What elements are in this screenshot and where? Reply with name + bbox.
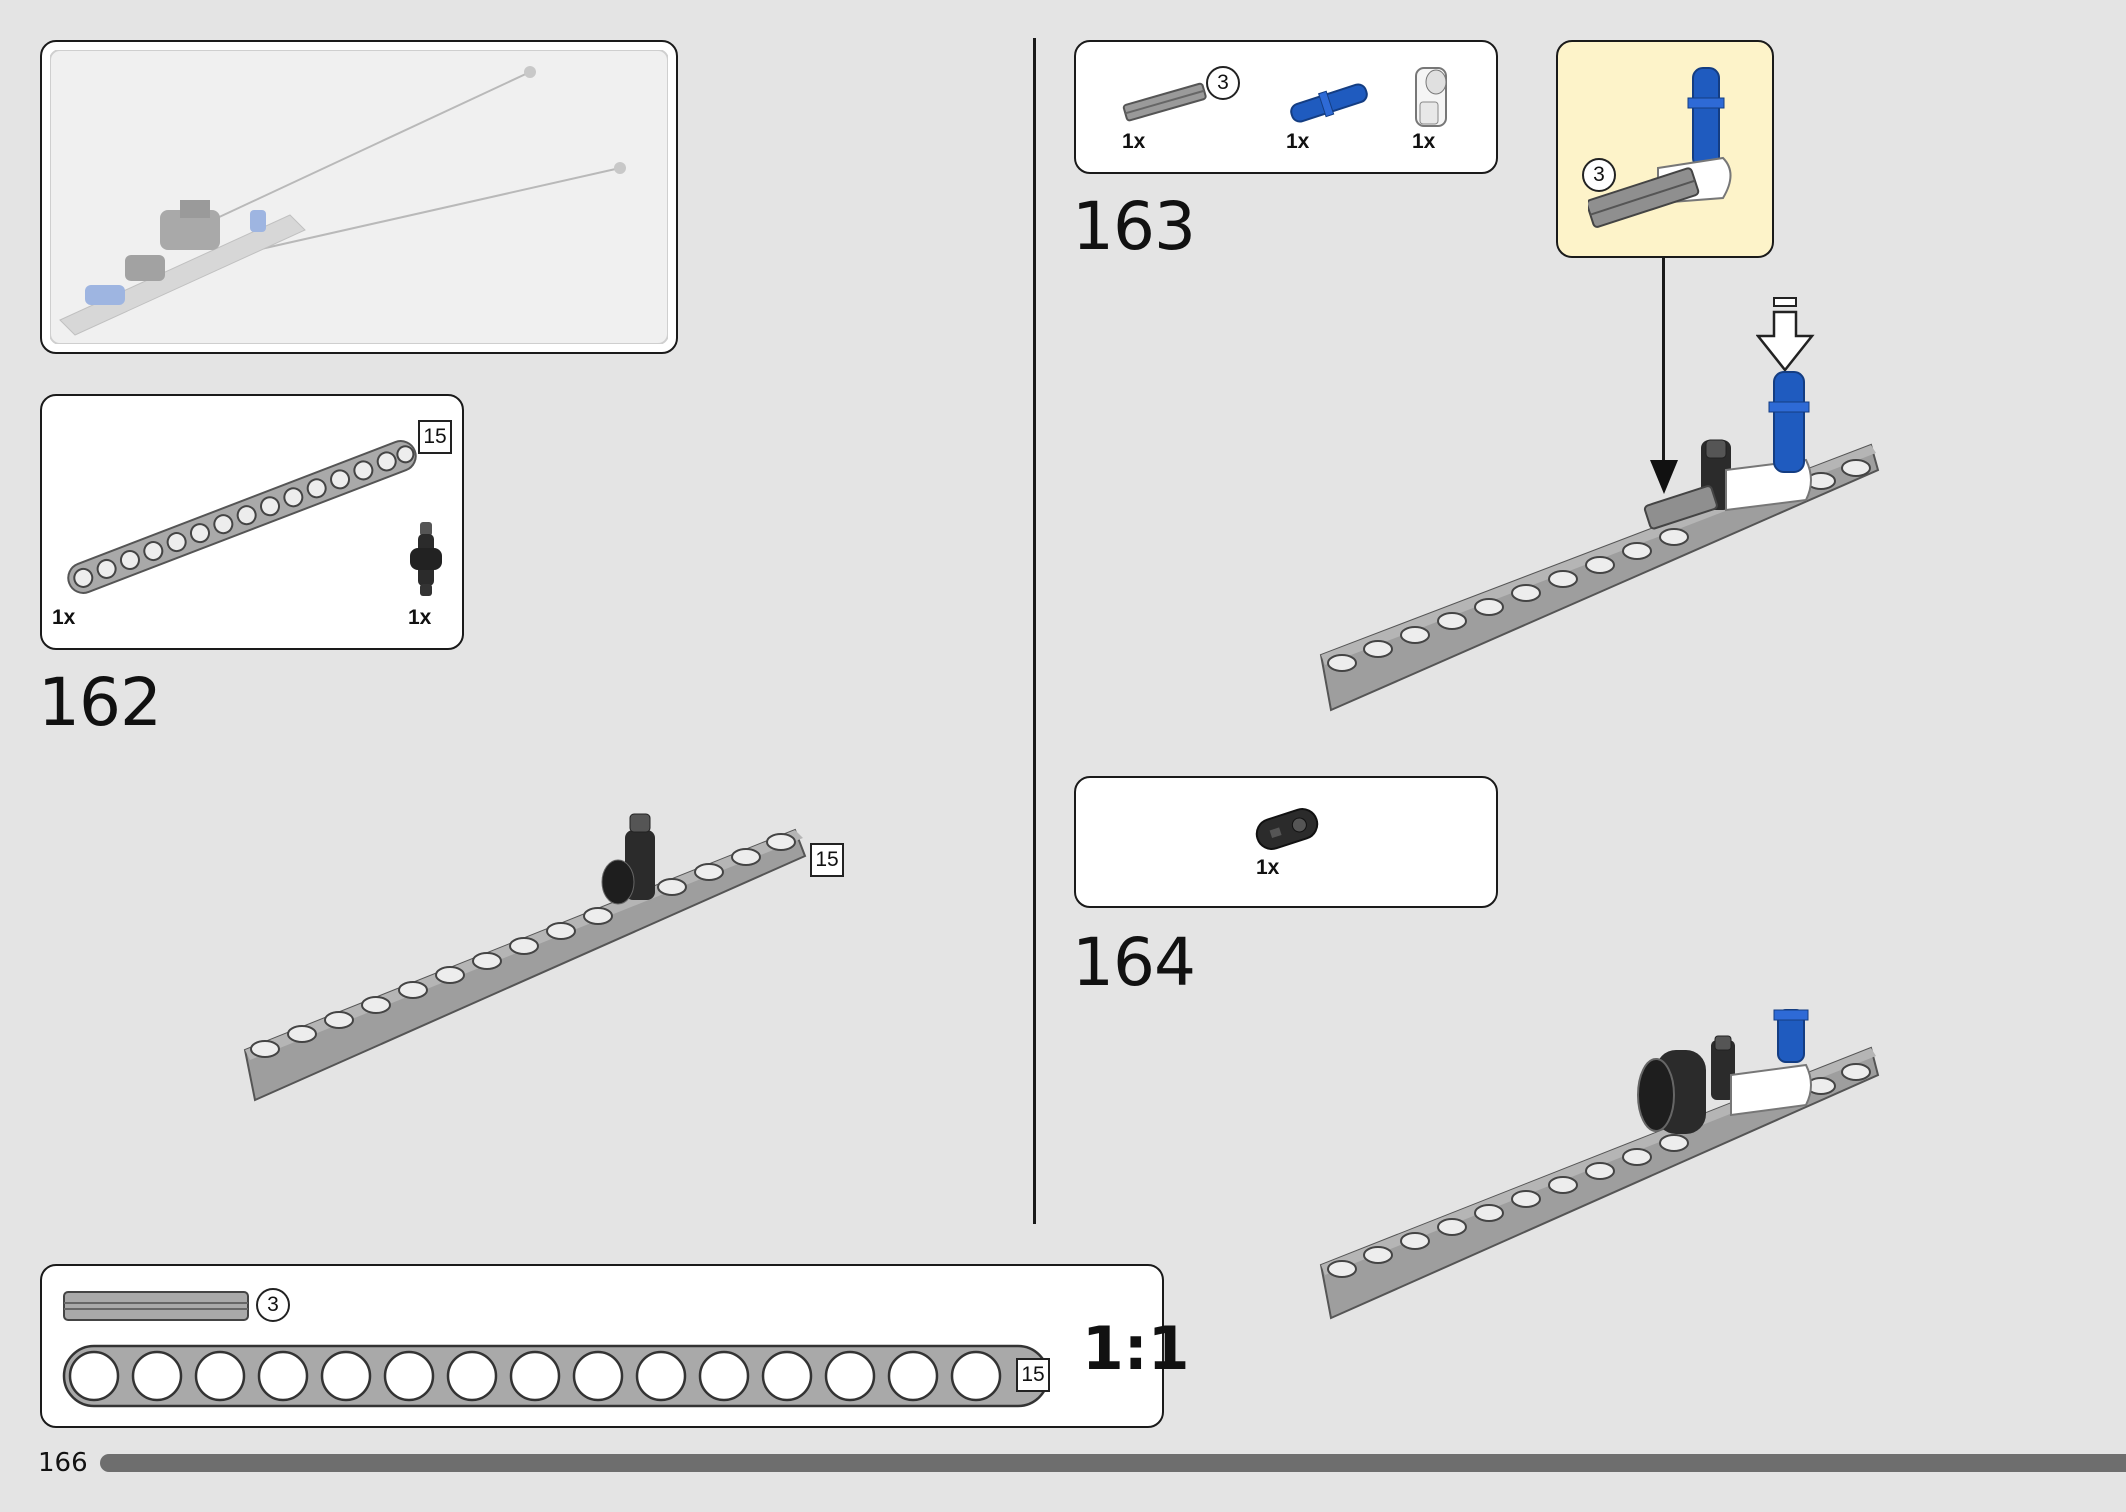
axle-qty-label: 1x (1122, 130, 1146, 153)
sub-assembly-image (1588, 67, 1732, 228)
callout-axle-badge: 3 (1582, 158, 1616, 192)
white-connector-qty-label: 1x (1412, 130, 1436, 153)
connector-qty-label: 1x (408, 606, 432, 629)
beam-qty-label: 1x (52, 606, 76, 629)
axle-3-scale-image (63, 1291, 249, 1321)
white-connector-part-image (1415, 67, 1447, 127)
step-164-parts-box: 1x (1074, 776, 1498, 908)
model-preview-image (50, 50, 668, 344)
scale-label: 1:1 (1082, 1314, 1190, 1384)
step-163-assembly-image (1319, 371, 1880, 712)
step-number-163: 163 (1072, 188, 1196, 265)
scale-ruler-box: 3 15 1:1 (40, 1264, 1190, 1428)
step-162-assembly-image (243, 813, 807, 1102)
liftarm-qty-label: 1x (1256, 856, 1280, 879)
callout-pointer-line (1662, 258, 1665, 468)
axle-length-badge: 3 (1206, 66, 1240, 100)
step-164-assembly-image (1319, 1009, 1880, 1320)
insert-direction-arrow-icon (1756, 297, 1815, 373)
sub-assembly-callout: 3 (1556, 40, 1774, 258)
model-preview-panel (40, 40, 678, 354)
step-number-164: 164 (1072, 924, 1196, 1001)
blue-pin-qty-label: 1x (1286, 130, 1310, 153)
axle-3-part-image (1122, 82, 1207, 122)
callout-arrow-head-icon (1650, 460, 1678, 494)
page-number: 166 (38, 1448, 88, 1478)
scale-axle-badge: 3 (256, 1288, 290, 1322)
scale-beam-badge: 15 (1016, 1358, 1050, 1392)
black-liftarm-part-image (1255, 808, 1319, 850)
beam-15-part-image (67, 440, 417, 594)
blue-pin-part-image (1290, 83, 1368, 123)
assembly-beam-length-badge: 15 (810, 843, 844, 877)
beam-length-badge: 15 (418, 420, 452, 454)
beam-15-scale-image (62, 1344, 1050, 1408)
page-divider (1033, 38, 1036, 1224)
progress-bar (100, 1454, 2126, 1472)
step-162-parts-box: 15 1x 1x (40, 394, 464, 650)
step-163-parts-box: 3 1x 1x 1x (1074, 40, 1498, 174)
step-number-162: 162 (38, 664, 162, 741)
connector-part-image (410, 522, 442, 596)
